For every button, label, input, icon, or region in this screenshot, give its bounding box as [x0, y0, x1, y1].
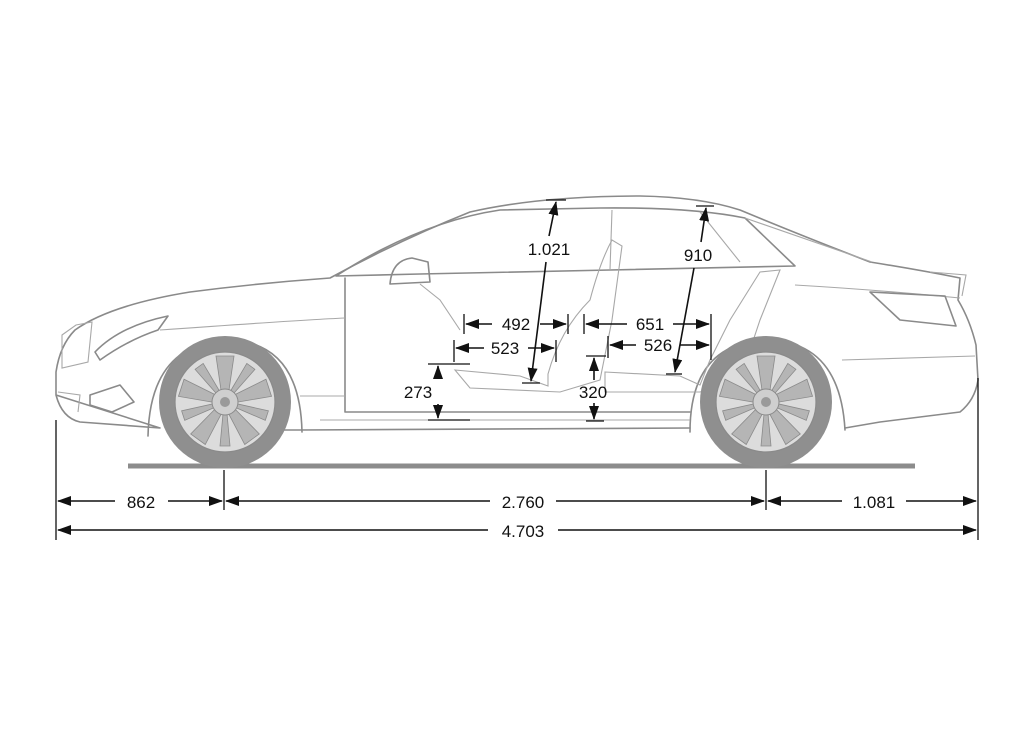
wheelbase-dimension: 2.760 — [225, 493, 765, 512]
front-overhang-label: 862 — [127, 493, 155, 512]
rear-legroom-lower-dimension: 526 — [607, 336, 710, 358]
rear-legroom-upper-label: 651 — [636, 315, 664, 334]
rear-overhang-dimension: 1.081 — [767, 493, 977, 512]
rear-legroom-lower-label: 526 — [644, 336, 672, 355]
front-headroom-label: 1.021 — [528, 240, 571, 259]
front-seat-height-label: 273 — [404, 383, 432, 402]
front-legroom-upper-dimension: 492 — [463, 314, 569, 334]
rear-headroom-dimension: 910 — [666, 205, 716, 375]
front-legroom-upper-label: 492 — [502, 315, 530, 334]
front-legroom-lower-label: 523 — [491, 339, 519, 358]
rear-overhang-label: 1.081 — [853, 493, 896, 512]
car-side-view-drawing — [55, 195, 979, 469]
rear-seat-height-dimension: 320 — [579, 355, 607, 422]
rear-seat-height-label: 320 — [579, 383, 607, 402]
front-legroom-lower-dimension: 523 — [453, 339, 557, 362]
rear-legroom-upper-dimension: 651 — [583, 314, 712, 360]
front-wheel — [158, 335, 292, 469]
overall-length-dimension: 4.703 — [57, 522, 977, 541]
overall-length-label: 4.703 — [502, 522, 545, 541]
front-headroom-dimension: 1.021 — [522, 199, 575, 384]
rear-headroom-label: 910 — [684, 246, 712, 265]
front-seat-height-dimension: 273 — [404, 363, 470, 421]
rear-wheel — [699, 335, 833, 469]
extension-lines — [55, 378, 979, 540]
front-overhang-dimension: 862 — [57, 493, 223, 512]
wheelbase-label: 2.760 — [502, 493, 545, 512]
